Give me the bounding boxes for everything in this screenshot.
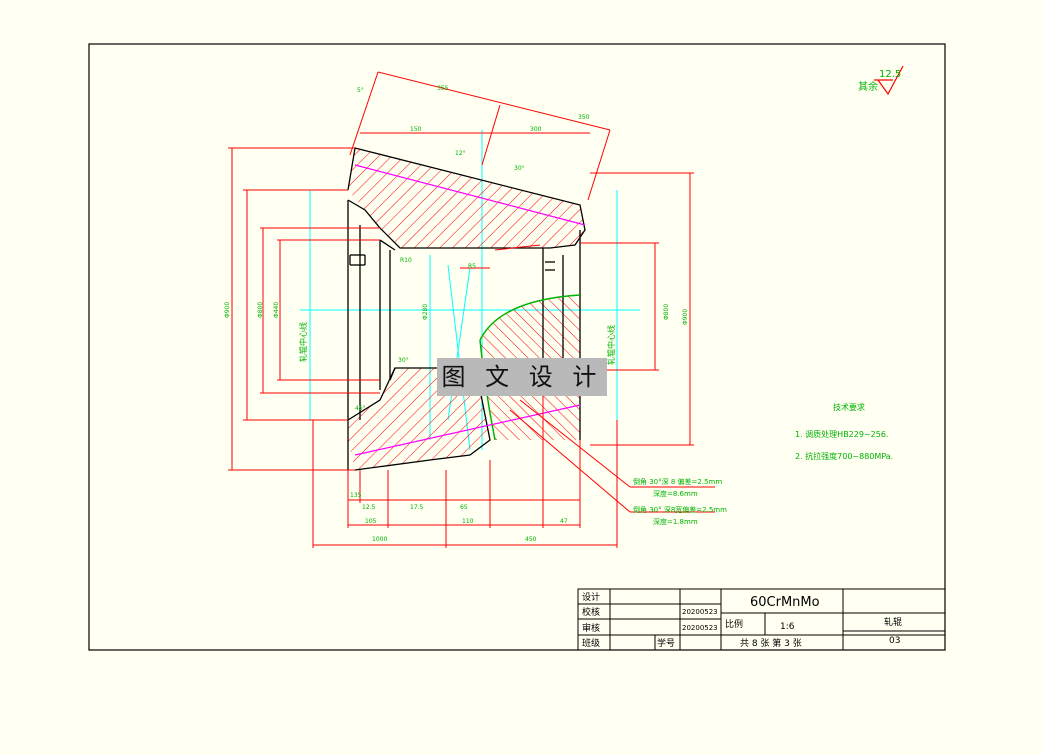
dim-bottom-6: 110 [462, 518, 474, 525]
tb-sheets: 共 8 张 第 3 张 [740, 637, 802, 649]
note-right-vertical: 轧辊中心线 [606, 325, 616, 365]
tech-note-1: 1. 调质处理HB229~256. [795, 429, 888, 439]
part-outline [347, 147, 586, 471]
tech-notes-title: 技术要求 [833, 402, 865, 412]
watermark: 图 文 设 计 [437, 358, 607, 396]
dim-center-small: Φ280 [422, 304, 429, 320]
dim-bottom-5: 105 [365, 518, 377, 525]
dim-angle-4: 30° [398, 357, 409, 364]
tb-scale-label: 比例 [725, 618, 743, 630]
section-hatching [348, 148, 585, 470]
tb-row-class: 班级 [582, 637, 600, 649]
tb-date-2: 20200523 [682, 624, 718, 632]
dim-bottom-4: 65 [460, 504, 468, 511]
dim-bottom-3: 17.5 [410, 504, 424, 511]
note-left-vertical: 轧辊中心线 [298, 322, 308, 362]
dim-top-left: 5° [357, 87, 364, 94]
dim-angle-3: 45° [355, 405, 366, 412]
callout-bevel2-a: 倒角 30° 深8宽偏差=2.5mm [633, 505, 727, 514]
tb-material: 60CrMnMo [750, 595, 820, 610]
dim-angle-2: 30° [514, 165, 525, 172]
tb-part-name: 轧辊 [884, 616, 902, 628]
groove-arc [479, 294, 581, 341]
dim-bottom-9: 47 [560, 518, 568, 525]
tb-drawing-no: 03 [889, 636, 900, 646]
title-block-texts: 设计 校核 审核 班级 学号 20200523 20200523 60CrMnM… [582, 591, 902, 649]
tb-row-check: 校核 [582, 606, 600, 618]
tb-row-design: 设计 [582, 591, 600, 603]
callout-bevel2-b: 深度=1.8mm [653, 517, 698, 526]
callout-bevel1-b: 深度=8.6mm [653, 489, 698, 498]
surface-finish-symbol [874, 65, 904, 96]
surface-finish-value: 12.5 [879, 69, 901, 80]
dim-bottom-8: 450 [525, 536, 537, 543]
dim-bottom-1: 135 [350, 492, 362, 499]
callout-bevel1-a: 倒角 30°深 8 偏差=2.5mm [633, 477, 722, 486]
dimension-lines [228, 71, 715, 548]
dim-left-inner: Φ440 [273, 302, 280, 318]
tb-date-1: 20200523 [682, 608, 718, 616]
dim-top-seg2: 300 [530, 126, 542, 133]
pitch-line-top [354, 164, 586, 226]
dim-left-overall: Φ900 [224, 302, 231, 318]
drawing-frame [88, 43, 946, 651]
tech-note-2: 2. 抗拉强度700~880MPa. [795, 451, 893, 461]
dim-right-overall: Φ900 [682, 309, 689, 325]
dim-angle-1: 12° [455, 150, 466, 157]
tb-row-review: 审核 [582, 622, 600, 634]
dim-angle-6: R5 [468, 263, 476, 270]
dim-bottom-7: 1000 [372, 536, 387, 543]
surface-finish-label: 其余 [858, 80, 878, 93]
dimension-texts: 355 5° 150 300 350 Φ900 Φ800 Φ440 Φ900 Φ… [224, 85, 689, 543]
dim-angle-5: R10 [400, 257, 412, 264]
dim-left-mid: Φ800 [257, 302, 264, 318]
dim-top-seg1: 150 [410, 126, 422, 133]
callouts: 倒角 30°深 8 偏差=2.5mm 深度=8.6mm 倒角 30° 深8宽偏差… [633, 477, 727, 526]
tb-scale-value: 1:6 [780, 622, 795, 632]
dim-top-seg3: 350 [578, 114, 590, 121]
dim-right-inner: Φ800 [663, 304, 670, 320]
title-block [577, 588, 946, 651]
dim-top-diag: 355 [437, 85, 449, 92]
tb-student-label: 学号 [657, 637, 675, 649]
dim-bottom-2: 12.5 [362, 504, 376, 511]
